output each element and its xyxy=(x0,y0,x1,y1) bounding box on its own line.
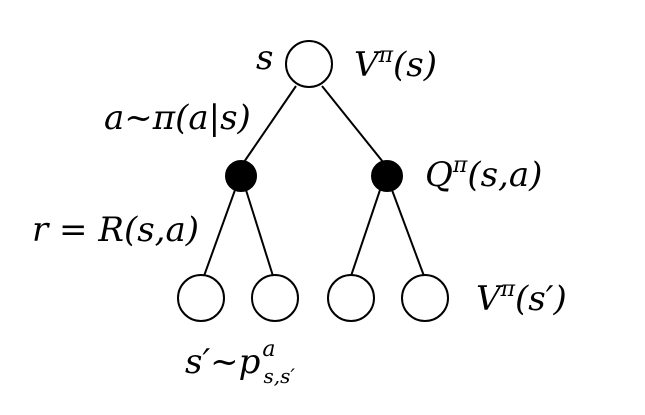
edge-left-action-to-leaf-2 xyxy=(245,189,274,277)
tree-edges xyxy=(203,85,425,277)
root-value-label: Vπ(s) xyxy=(354,43,437,85)
edge-right-action-to-leaf-4 xyxy=(391,189,425,277)
policy-action-label: a~π(a|s) xyxy=(104,98,251,138)
action-node-left xyxy=(225,160,257,192)
edge-root-to-right-action xyxy=(321,85,384,163)
next-state-node-3 xyxy=(327,274,375,322)
reward-label: r = R(s,a) xyxy=(32,210,199,250)
next-state-node-1 xyxy=(177,274,225,322)
next-state-node-2 xyxy=(251,274,299,322)
root-state-node xyxy=(285,40,333,88)
action-node-right xyxy=(371,160,403,192)
q-value-label: Qπ(s,a) xyxy=(425,153,542,195)
leaf-value-label: Vπ(s′) xyxy=(476,277,567,319)
edge-root-to-left-action xyxy=(243,85,297,163)
edge-left-action-to-leaf-1 xyxy=(203,189,236,277)
next-state-node-4 xyxy=(401,274,449,322)
edge-right-action-to-leaf-3 xyxy=(350,189,381,277)
root-state-label: s xyxy=(256,38,273,78)
